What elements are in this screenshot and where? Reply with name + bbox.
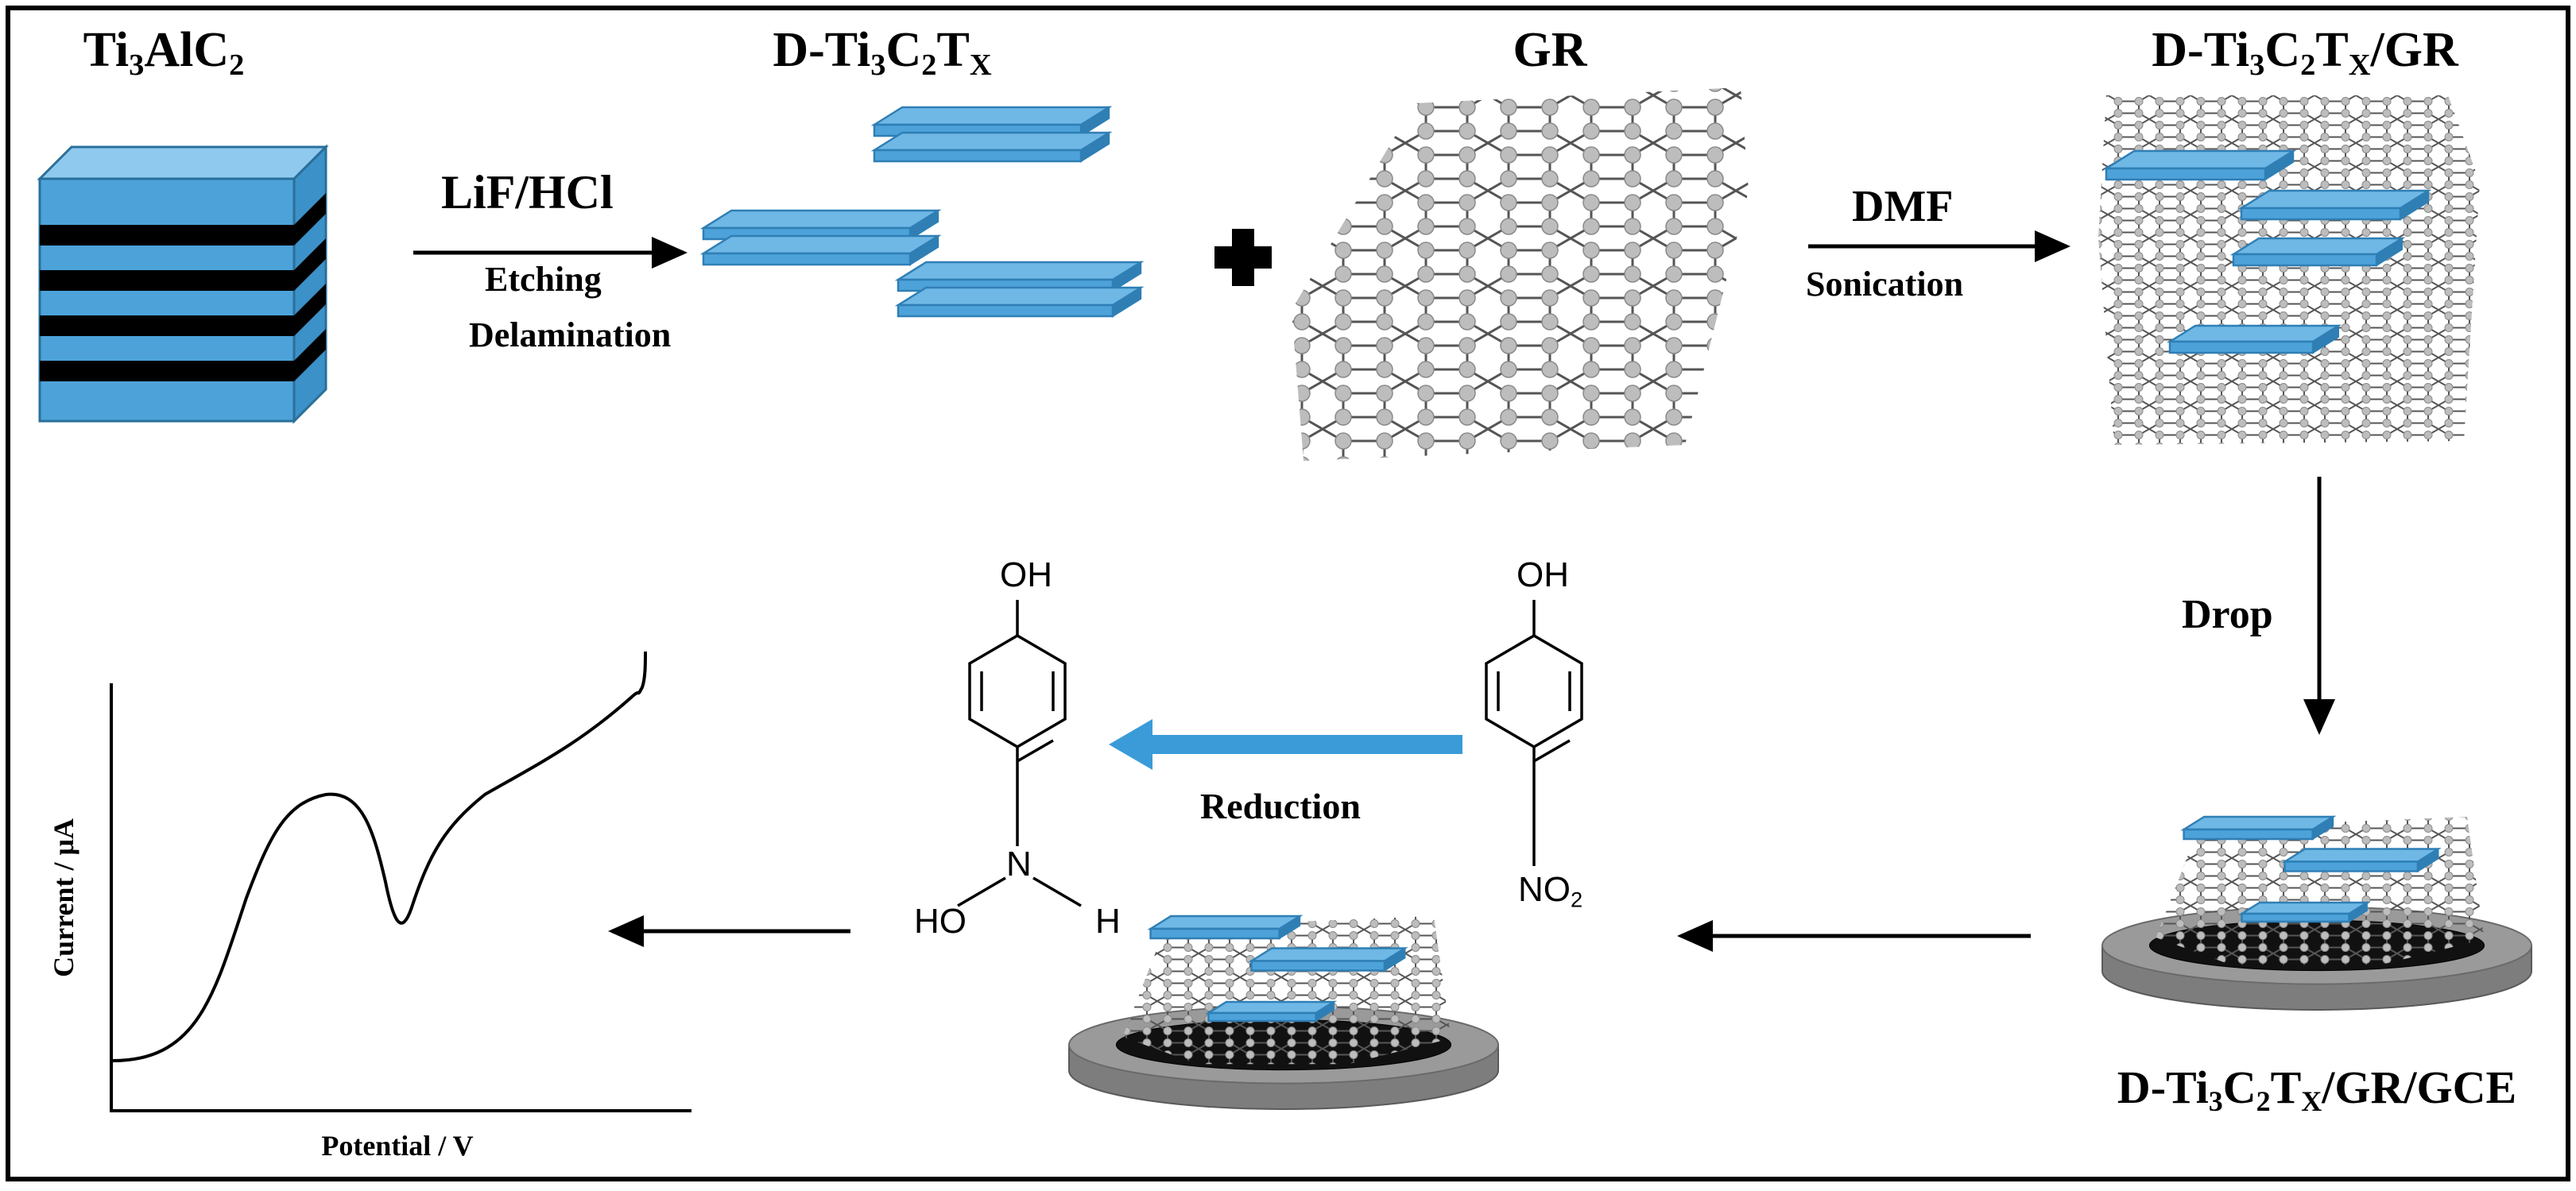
electrode-flake (2180, 815, 2337, 841)
composite-flake-1 (2102, 149, 2297, 181)
mxene-layer (894, 261, 1145, 292)
ti3alc2-layered-block (37, 144, 329, 424)
plus-sign (1214, 229, 1272, 286)
hydroxylamine-ho: HO (914, 902, 966, 941)
nitrophenol-oh: OH (1517, 555, 1569, 594)
label-dmf: DMF (1852, 182, 1954, 231)
delaminated-mxene-flakes (699, 106, 1145, 318)
current-potential-plot (110, 651, 691, 1112)
hydroxylamine-h: H (1095, 902, 1121, 941)
label-d-ti3c2tx: D-Ti3C2TX (773, 23, 992, 82)
modified-electrode-middle (1068, 915, 1499, 1110)
mxene-flake-stack-left (699, 209, 942, 266)
graphene-sheet (1292, 87, 1749, 461)
label-reduction: Reduction (1200, 786, 1361, 826)
reduction-arrow (1109, 719, 1462, 770)
label-delamination: Delamination (469, 315, 672, 354)
label-gr: GR (1513, 23, 1587, 77)
electrode-flake (1248, 946, 1408, 973)
electrode-right-body (2101, 815, 2532, 1011)
label-drop: Drop (2182, 592, 2273, 637)
mxene-layer (870, 106, 1113, 137)
label-d-ti3c2tx-gr: D-Ti3C2TX/GR (2152, 23, 2458, 82)
mxene-layer (699, 234, 942, 266)
composite-flake-2 (2237, 189, 2432, 221)
nitrophenol-molecule (1485, 600, 1583, 866)
plot-ylabel: Current / μA (48, 818, 79, 977)
label-d-ti3c2tx-gr-gce: D-Ti3C2TX/GR/GCE (2117, 1061, 2517, 1118)
modified-electrode-right (2101, 815, 2532, 1011)
hydroxylamine-n: N (1006, 845, 1032, 884)
electrode-flake (2281, 847, 2442, 873)
label-sonication: Sonication (1806, 265, 1964, 304)
mxene-layer (894, 286, 1145, 318)
nitrophenol-no2: NO2 (1518, 870, 1583, 912)
label-etching: Etching (485, 260, 602, 299)
composite-flake-4 (2166, 324, 2342, 354)
electrode-flake (1205, 1000, 1338, 1023)
electrode-flake (1147, 915, 1303, 940)
mxene-layer (870, 131, 1113, 163)
composite-flake-3 (2229, 237, 2406, 267)
label-lif-hcl: LiF/HCl (441, 166, 614, 218)
composite-mxene-graphene (2098, 95, 2480, 445)
mxene-flake-stack-top (870, 106, 1113, 163)
label-ti3alc2: Ti3AlC2 (83, 23, 245, 82)
hydroxylaminophenol-molecule (957, 600, 1082, 907)
electrode-flake (2238, 901, 2371, 923)
mxene-flake-stack-right (894, 261, 1145, 318)
plot-xlabel: Potential / V (321, 1130, 474, 1162)
mxene-layer (699, 209, 942, 241)
electrode-mid-body (1068, 915, 1499, 1110)
hydroxylamine-oh: OH (1000, 555, 1052, 594)
